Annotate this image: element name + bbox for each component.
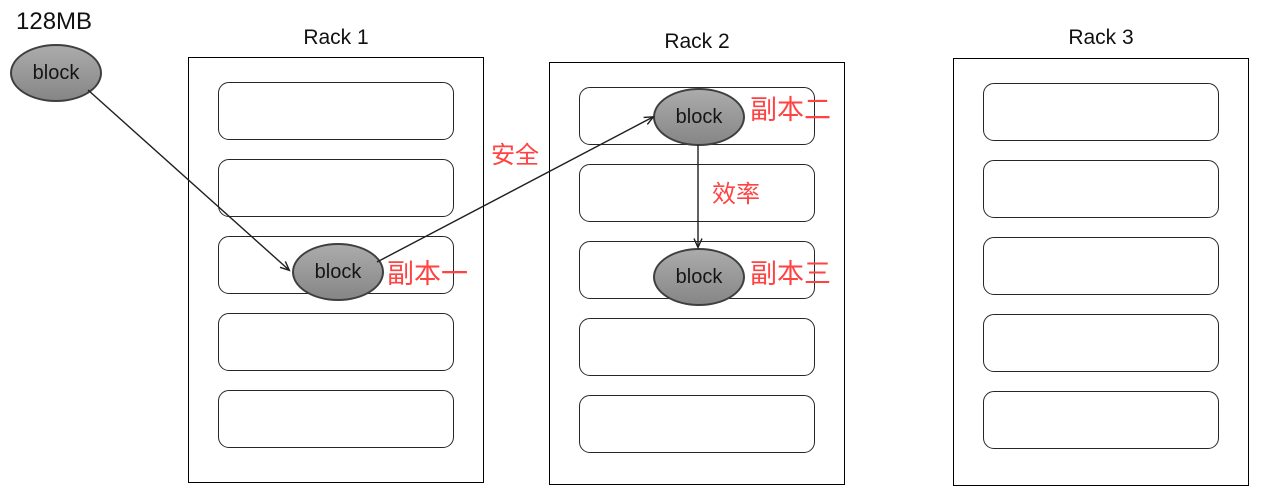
safety-arrow-label: 安全	[491, 142, 539, 169]
rack-2-slot-4	[579, 318, 815, 376]
rack-2-title: Rack 2	[664, 30, 730, 53]
rack-1-title: Rack 1	[303, 26, 369, 49]
replica-2-block-ellipse: block	[653, 88, 745, 146]
rack-1-slot-1	[218, 82, 454, 140]
replica-3-block-ellipse: block	[653, 248, 745, 306]
replica-2-block-label: block	[675, 105, 723, 128]
replica-3-annotation: 副本三	[750, 259, 831, 289]
rack-1-slot-5	[218, 390, 454, 448]
replica-2-annotation: 副本二	[750, 95, 831, 125]
rack-3-box	[953, 58, 1249, 486]
replica-1-block-ellipse: block	[292, 243, 384, 301]
rack-3-title: Rack 3	[1068, 26, 1134, 49]
efficiency-arrow-label: 效率	[712, 181, 760, 208]
rack-3-slot-3	[983, 237, 1219, 295]
rack-3-slot-4	[983, 314, 1219, 372]
source-block-ellipse: block	[10, 44, 102, 102]
source-size-label: 128MB	[16, 8, 93, 35]
rack-2-slot-2	[579, 164, 815, 222]
rack-1-slot-2	[218, 159, 454, 217]
rack-3-slot-2	[983, 160, 1219, 218]
replica-3-block-label: block	[675, 265, 723, 288]
replica-1-block-label: block	[314, 260, 362, 283]
rack-3-slot-1	[983, 83, 1219, 141]
source-block-label: block	[32, 61, 80, 84]
rack-2-slot-5	[579, 395, 815, 453]
rack-1-slot-4	[218, 313, 454, 371]
replica-1-annotation: 副本一	[387, 259, 468, 289]
rack-3-slot-5	[983, 391, 1219, 449]
